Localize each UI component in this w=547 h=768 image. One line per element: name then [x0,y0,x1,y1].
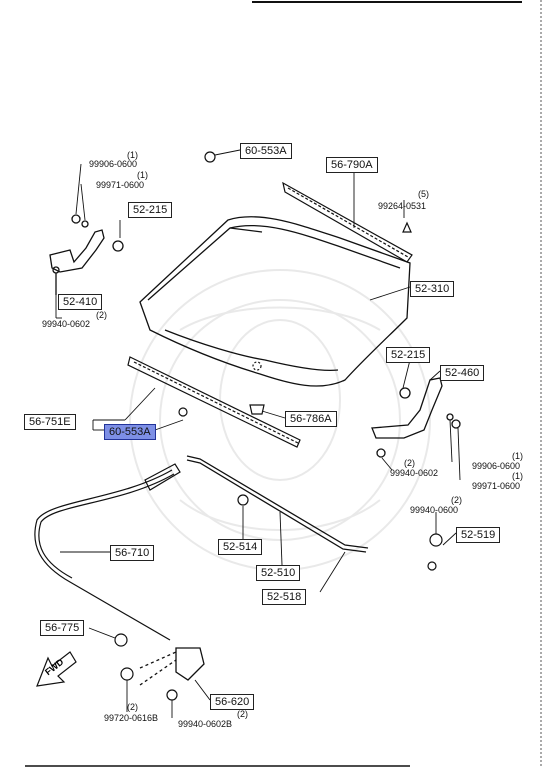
qty-99906-right: (1) [512,451,523,461]
hood-panel [139,216,411,387]
part-box-56-790A[interactable]: 56-790A [326,157,378,173]
qty-99264: (5) [418,189,429,199]
qty-99940-right: (2) [404,458,415,468]
part-box-52-410[interactable]: 52-410 [58,294,103,310]
hardware-99971-0600-left[interactable]: 99971-0600 [96,180,145,190]
seal-strip-56-751E [127,356,301,448]
part-box-52-215-right[interactable]: 52-215 [386,347,431,363]
part-box-56-620[interactable]: 56-620 [210,694,255,710]
part-box-52-514[interactable]: 52-514 [218,539,263,555]
left-hinge-52-410 [49,214,124,295]
hardware-99940-0602-left[interactable]: 99940-0602 [42,319,91,329]
weatherstrip-56-790A [282,181,413,263]
release-cable-56-710 [34,463,181,641]
part-box-52-215-top[interactable]: 52-215 [128,202,173,218]
part-box-56-710[interactable]: 56-710 [110,545,155,561]
qty-99940-602B: (2) [237,709,248,719]
fasteners [114,151,443,701]
part-box-52-519[interactable]: 52-519 [456,527,501,543]
part-box-56-775[interactable]: 56-775 [40,620,85,636]
part-box-52-310[interactable]: 52-310 [410,281,455,297]
part-box-52-510[interactable]: 52-510 [256,565,301,581]
watermark-emblem [129,269,431,571]
qty-99720: (2) [127,702,138,712]
hardware-99940-0602B[interactable]: 99940-0602B [178,719,233,729]
qty-99940-left: (2) [96,310,107,320]
qty-99971-left: (1) [137,170,148,180]
qty-99940-0600: (2) [451,495,462,505]
prop-rod-52-510 [186,455,369,553]
fwd-arrow [36,651,77,687]
part-box-52-460[interactable]: 52-460 [440,365,485,381]
part-box-52-518[interactable]: 52-518 [262,589,307,605]
leader-lines [55,149,461,718]
hood-lock-56-620 [139,647,205,686]
hardware-99264-0531[interactable]: 99264-0531 [378,201,427,211]
hardware-99940-0602-right[interactable]: 99940-0602 [390,468,439,478]
hardware-99971-0600-right[interactable]: 99971-0600 [472,481,521,491]
right-hinge-52-460 [371,377,461,458]
hardware-99906-0600-left[interactable]: 99906-0600 [89,159,138,169]
part-box-56-786A[interactable]: 56-786A [285,411,337,427]
qty-99971-right: (1) [512,471,523,481]
qty-99906-left: (1) [127,150,138,160]
part-box-60-553A-selected[interactable]: 60-553A [104,424,156,440]
hardware-99906-0600-right[interactable]: 99906-0600 [472,461,521,471]
part-box-56-751E[interactable]: 56-751E [24,414,76,430]
hardware-99940-0600[interactable]: 99940-0600 [410,505,459,515]
hardware-99720-0616B[interactable]: 99720-0616B [104,713,159,723]
part-box-60-553A-top[interactable]: 60-553A [240,143,292,159]
